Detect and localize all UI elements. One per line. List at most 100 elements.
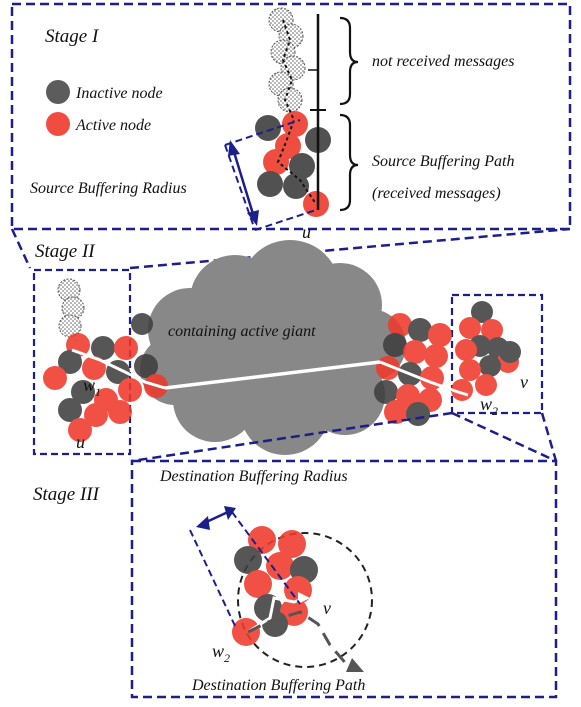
source-path-label: Source Buffering Path [372,153,515,170]
inactive-node [499,341,521,363]
stage-3-frame [130,459,558,699]
active-node [248,526,276,554]
active-node [68,418,92,442]
source-radius-label: Source Buffering Radius [30,180,187,197]
zoom-connector [10,228,32,269]
inactive-node [131,313,153,335]
inactive-node [58,350,82,374]
not-received-nodes [268,7,306,113]
dest-buffer-circle [237,532,373,668]
not-received-brace [339,16,359,106]
source-radius-arrowhead [247,210,259,226]
dest-radius-edge [231,511,301,605]
inactive-node [408,318,432,342]
source-radius-edge [224,119,301,146]
node-v-label-stage2: v [520,372,528,392]
inactive-node [262,611,288,637]
active-node [118,378,142,402]
source-path-line [276,19,317,205]
dest-path-label: Destination Buffering Path [191,677,365,694]
zoom-connector [131,411,453,463]
active-node [459,359,481,381]
active-node [384,400,408,424]
inactive-node [134,354,158,378]
giant-path-main [164,360,381,390]
giant-path-left [71,348,166,390]
stage-2-left-frame [32,268,132,456]
node-w2-label-stage2: w2 [480,394,498,418]
node-w2-label-stage3: w2 [212,641,230,665]
legend-active-icon [46,112,70,136]
inactive-node [58,398,82,422]
active-node [232,618,260,646]
source-radius-frame [224,119,317,231]
inactive-node [71,380,95,404]
dest-path-white-arrowhead [298,592,310,604]
source-radius-arrowhead [228,140,240,156]
dest-radius-label: Destination Buffering Radius [159,468,348,485]
active-node [84,403,108,427]
stage-3-panel: Stage III Destination Buffering Radius [33,459,558,699]
zoom-connector [451,411,557,463]
active-node [282,111,308,137]
stage-2-panel: Stage II containing active giant [32,240,544,456]
stage-1-panel: Stage I Inactive node Active node [10,2,572,242]
inactive-node [374,380,398,404]
dest-path-dashed [247,610,350,667]
cloud-label: containing active giant [168,323,316,340]
node-u-label-stage2: u [76,432,85,452]
hatched-node [57,278,81,302]
stage-2-right-frame [450,293,544,415]
stage-2-mid-right-cluster [374,313,452,426]
active-node [428,323,452,347]
active-node [403,340,427,364]
received-brace [339,113,359,212]
legend-inactive-label: Inactive node [75,85,163,102]
stage-2-title: Stage II [35,241,96,262]
active-node [43,366,67,390]
dest-radius-frame [189,511,301,629]
active-node [459,317,481,339]
dest-path-arrowhead [346,658,364,672]
giant-path-right-end [457,390,469,397]
active-node [263,149,289,175]
inactive-node [471,301,493,323]
node-v-label-stage3: v [323,598,331,618]
active-node [114,336,138,360]
hatched-node [61,296,85,320]
node-u-label-stage1: u [302,222,311,242]
inactive-node [289,153,315,179]
not-received-label: not received messages [372,53,514,70]
inactive-node [255,115,281,141]
active-node [278,530,306,558]
source-path-nodes [255,111,331,217]
hatched-node [58,314,82,338]
active-node [481,319,503,341]
source-radius-edge [224,144,256,231]
active-node [244,570,272,598]
dest-radius-arrowhead [196,516,210,530]
inactive-node [479,355,501,377]
active-node [266,552,294,580]
stage-2-hatched-nodes [57,278,85,338]
hatched-node [277,87,303,113]
inactive-node [406,402,430,426]
stage-2-right-cluster [451,301,521,401]
giant-path-right [379,360,459,394]
source-radius-arrow [232,151,255,215]
active-node [424,344,448,368]
active-node [108,400,132,424]
inactive-node [383,333,407,357]
dest-radius-edge [189,529,237,629]
active-node [303,191,329,217]
source-path-sublabel: (received messages) [372,185,501,202]
active-node [455,339,477,361]
active-node [388,313,412,337]
stage-3-nodes [232,526,318,646]
legend-active-label: Active node [75,117,151,134]
node-w1-label: w1 [83,375,101,399]
stage-3-title: Stage III [33,484,101,505]
inactive-node [283,173,309,199]
inactive-node [257,171,283,197]
